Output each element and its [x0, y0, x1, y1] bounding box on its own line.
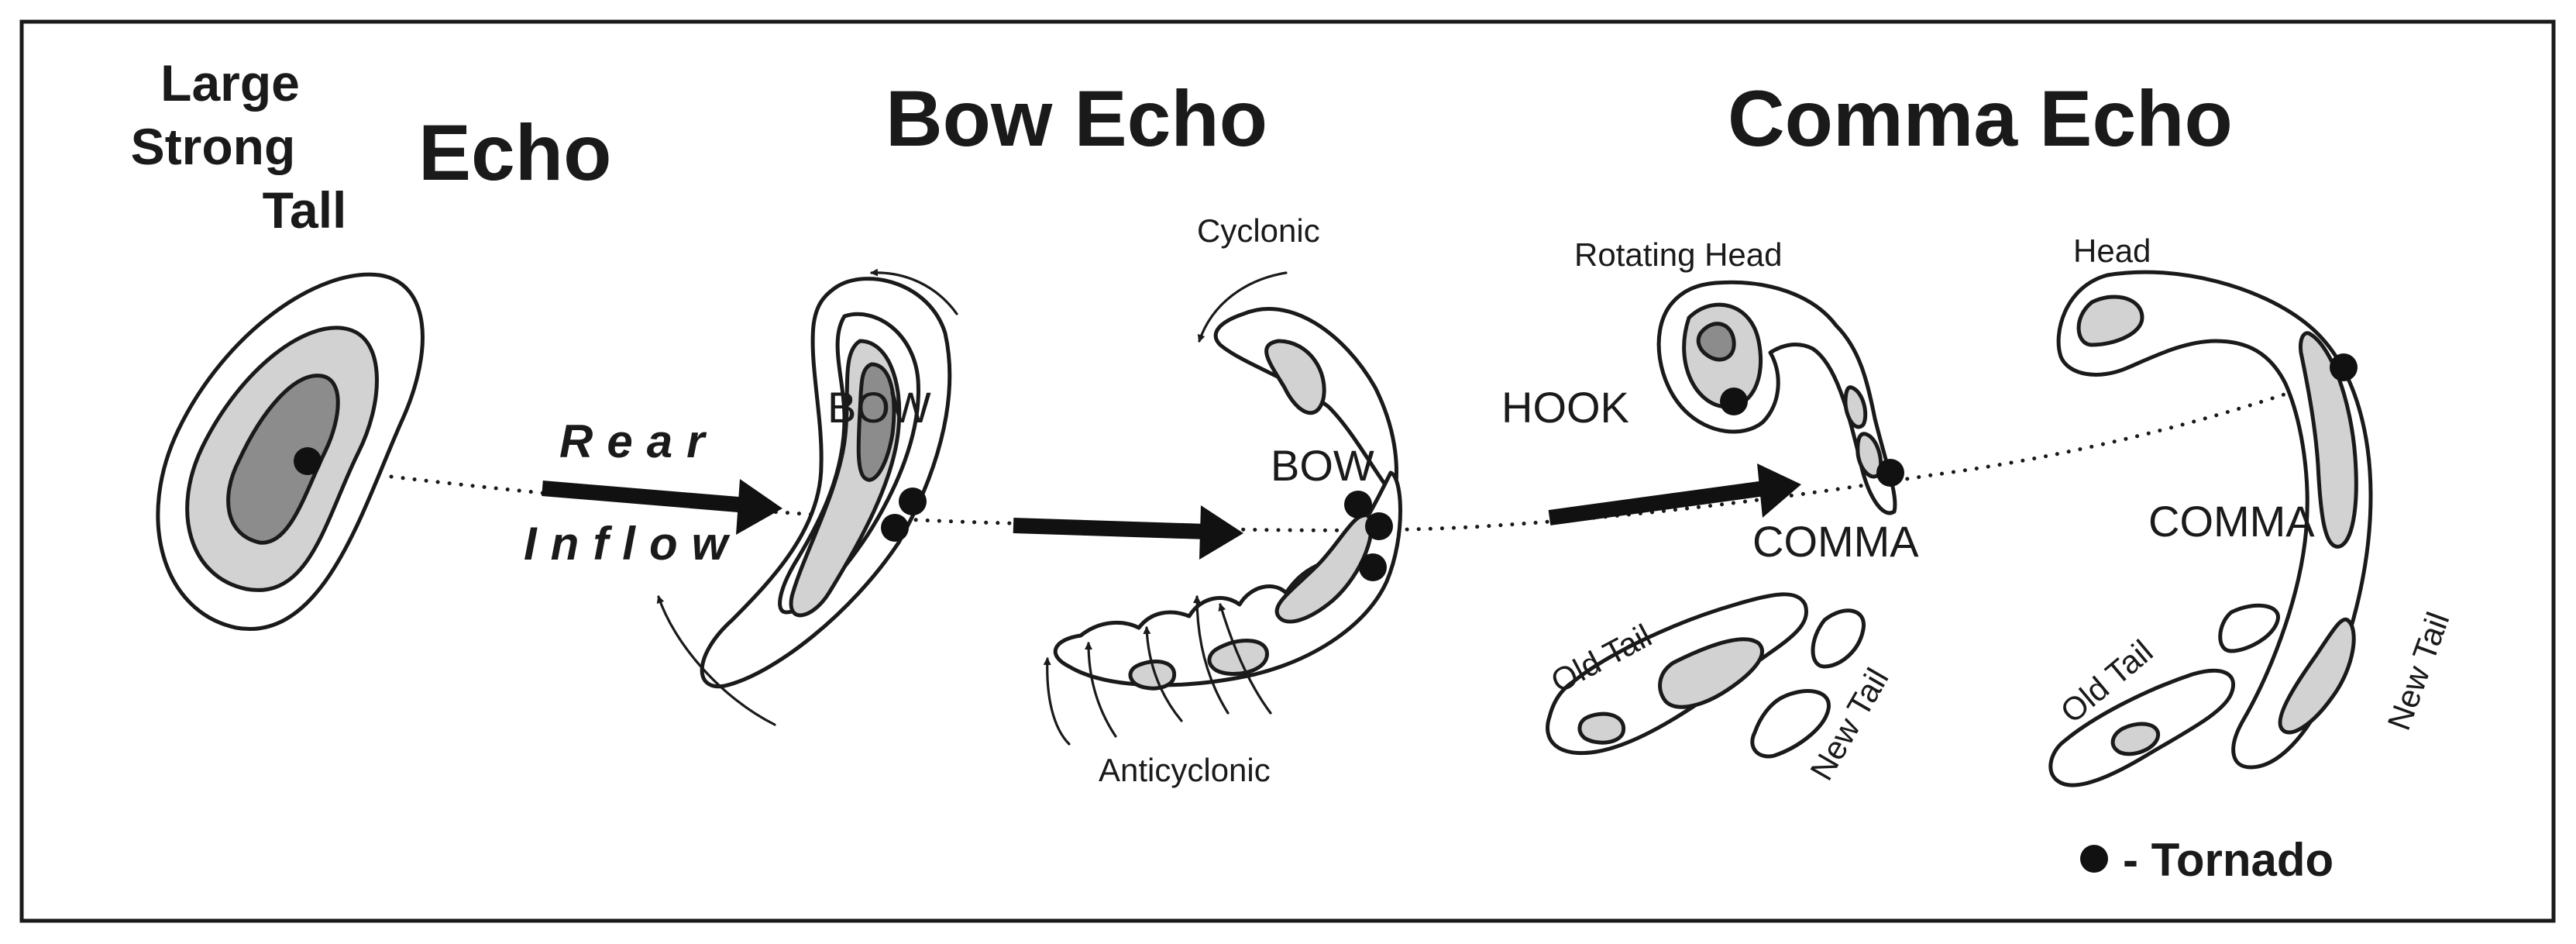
tornado-marker [1365, 512, 1393, 540]
comma-echo-stage-4 [1546, 280, 1904, 759]
comma-label-stage-5: COMMA [2148, 497, 2315, 546]
rear-inflow-label-inflow: Inflow [524, 518, 741, 570]
tornado-marker [2330, 353, 2358, 381]
comma-label-stage-4: COMMA [1752, 517, 1919, 566]
rear-inflow-label-rear: Rear [559, 415, 718, 467]
comma-echo-title: Comma Echo [1728, 74, 2233, 163]
hook-label: HOOK [1501, 383, 1629, 432]
rotating-head-label: Rotating Head [1574, 236, 1783, 273]
tornado-marker [1359, 553, 1387, 581]
rear-inflow-arrow-1 [542, 479, 782, 535]
diagram-frame [19, 19, 2556, 923]
tornado-marker [1876, 459, 1904, 487]
tornado-legend-dot [2080, 845, 2108, 873]
comma-echo-stage-5 [2048, 270, 2373, 787]
head-label: Head [2073, 233, 2151, 269]
bow-label-stage-2: BOW [827, 383, 931, 432]
echo-attribute-strong: Strong [131, 118, 296, 175]
anticyclonic-label: Anticyclonic [1099, 752, 1271, 788]
cyclonic-label: Cyclonic [1197, 212, 1320, 249]
tornado-marker [294, 447, 322, 475]
bow-label-stage-3: BOW [1271, 441, 1374, 490]
legend: - Tornado [2080, 834, 2334, 886]
tornado-marker [1720, 388, 1748, 415]
bow-echo-stage-3 [1043, 271, 1402, 746]
tornado-marker [1344, 491, 1372, 519]
bow-echo-title: Bow Echo [886, 74, 1267, 163]
echo-attribute-tall: Tall [263, 181, 347, 239]
echo-attribute-large: Large [160, 54, 300, 112]
echo-title: Echo [418, 109, 611, 197]
tornado-marker [881, 514, 909, 542]
bow-echo-stage-2 [656, 268, 958, 726]
tornado-marker [899, 488, 927, 515]
large-strong-tall-echo [156, 272, 425, 632]
rear-inflow-arrow-2 [1013, 505, 1243, 560]
rear-inflow-arrow-3 [1548, 463, 1801, 525]
tornado-legend-label: - Tornado [2123, 834, 2334, 886]
